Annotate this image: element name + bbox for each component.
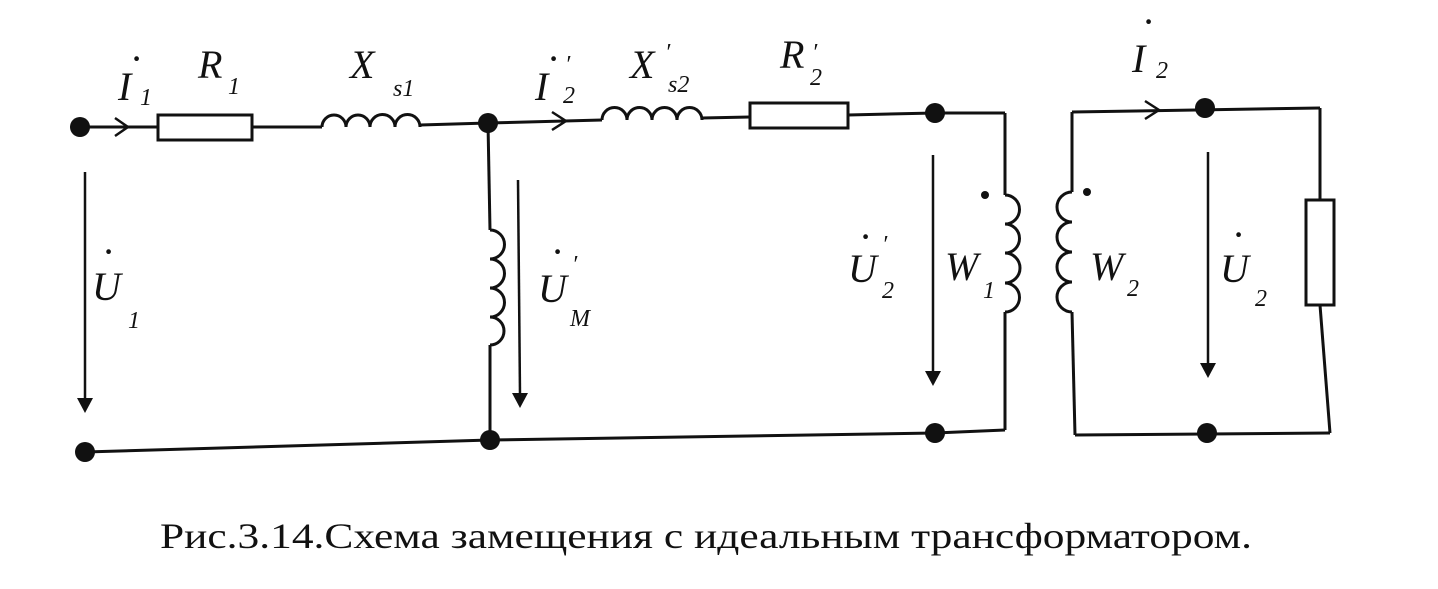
voltage-arrow-u2 [1200,152,1216,378]
current-arrow-i2-prime [551,110,569,132]
svg-text:·: · [860,214,870,259]
svg-text:2: 2 [1156,58,1168,84]
wire-mag-top [486,122,492,231]
wire-xs1-node [419,121,489,127]
svg-text:W: W [945,244,982,289]
wire-bottom-mid [489,431,936,442]
svg-text:s2: s2 [668,72,689,98]
wire-bottom-w1 [934,428,1006,435]
label-u2: · U 2 [1220,212,1267,312]
winding-w2 [1055,190,1073,314]
voltage-arrow-u2-prime [925,155,941,386]
wire-bottom-primary [84,438,491,454]
svg-text:s1: s1 [393,76,414,102]
node-mag-bottom [480,430,500,450]
label-i1: · I 1 [117,36,152,111]
figure-caption: Рис.3.14.Схема замещения с идеальным тра… [160,516,1252,556]
node-sec-bottom [1197,423,1217,443]
label-u1: · U 1 [92,229,140,334]
svg-text:X: X [348,42,376,87]
label-w1: W 1 [945,244,995,304]
polarity-dot-w1 [981,191,989,199]
label-i2: · I 2 [1131,0,1168,84]
svg-text:I: I [1131,36,1147,81]
winding-w1 [1004,193,1022,314]
svg-text:·: · [103,229,113,274]
label-xs1: X s1 [348,42,414,102]
node-input-top [70,117,90,137]
svg-text:2: 2 [1127,276,1139,302]
svg-text:U: U [1220,246,1252,291]
svg-text:1: 1 [140,85,152,111]
inductor-xs1 [320,113,422,128]
svg-text:2: 2 [882,278,894,304]
wires [80,106,1332,454]
wire-r2-node [847,111,936,117]
label-u2-prime: · U ′ 2 [848,214,894,304]
svg-text:·: · [548,36,558,81]
svg-text:′: ′ [572,252,578,278]
label-um-prime: · U ′ M [538,229,592,332]
svg-text:1: 1 [983,278,995,304]
node-input-bottom [75,442,95,462]
svg-text:·: · [552,229,562,274]
wire-xs2-r2 [701,115,751,120]
svg-text:U: U [92,264,124,309]
svg-text:′: ′ [812,40,818,66]
svg-text:1: 1 [228,74,240,100]
node-mag-top [478,113,498,133]
svg-text:·: · [1233,212,1243,257]
svg-text:2: 2 [810,65,822,91]
resistor-r2-prime [748,101,850,130]
label-i2-prime: · I ′ 2 [534,36,575,109]
svg-text:U: U [848,246,880,291]
voltage-arrow-um-prime [512,179,528,408]
wire-w2-bottom [1070,311,1077,436]
polarity-dot-w2 [1083,188,1091,196]
label-w2: W 2 [1090,244,1139,302]
svg-text:′: ′ [565,52,571,78]
wire-node-xs2 [487,118,603,125]
svg-text:I: I [117,64,133,109]
label-xs2-prime: X ′ s2 [628,40,689,98]
svg-text:′: ′ [882,232,888,258]
resistor-r1 [156,113,254,142]
node-u2p-top [925,103,945,123]
current-arrow-i2 [1144,99,1162,121]
inductor-magnetizing [489,228,506,347]
svg-text:1: 1 [128,308,140,334]
svg-text:M: M [569,306,592,332]
svg-text:·: · [1143,0,1153,44]
label-r2-prime: R ′ 2 [779,32,822,91]
svg-text:I: I [534,64,550,109]
inductor-xs2-prime [600,106,704,121]
node-u2p-bottom [925,423,945,443]
svg-text:R: R [197,42,222,87]
node-sec-top [1195,98,1215,118]
current-arrow-i1 [114,116,131,138]
label-r1: R 1 [197,42,240,100]
svg-text:R: R [779,32,804,77]
nodes [70,98,1217,462]
svg-text:X: X [628,42,656,87]
svg-text:U: U [538,266,570,311]
svg-text:2: 2 [1255,286,1267,312]
svg-text:·: · [131,36,141,81]
resistor-load [1304,198,1336,307]
voltage-arrow-u1 [77,172,93,413]
svg-text:′: ′ [665,40,671,66]
wire-load-bottom [1318,304,1332,434]
svg-text:2: 2 [563,83,575,109]
svg-text:W: W [1090,244,1127,289]
